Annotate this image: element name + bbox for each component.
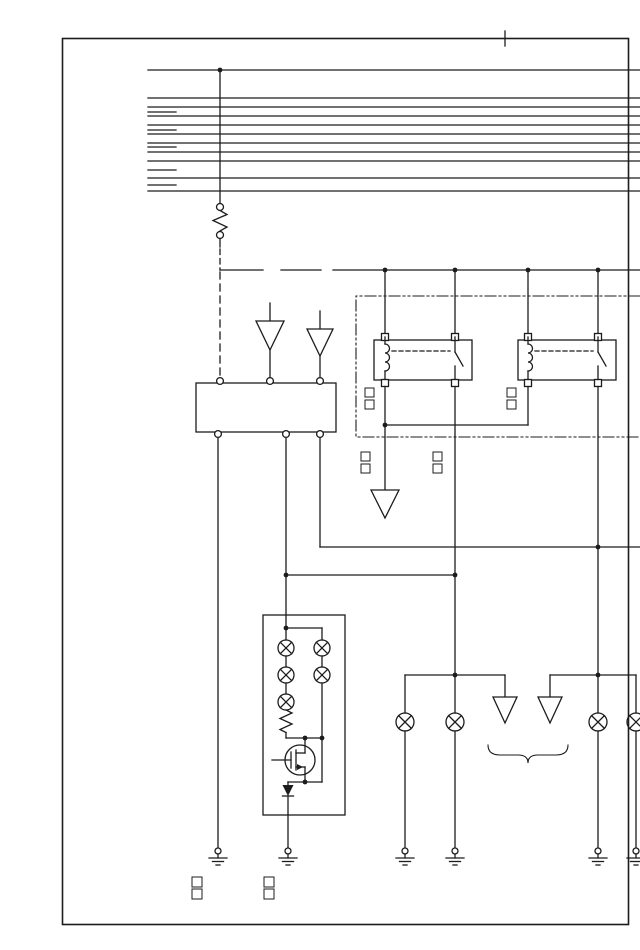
control-unit-output-wires <box>217 436 640 849</box>
relay-coil-icon <box>527 336 534 381</box>
bulb-icon <box>277 639 295 657</box>
bulb-icon <box>277 666 295 684</box>
relay-coil-icon <box>384 336 391 381</box>
ground-icon <box>208 847 228 866</box>
resistor-icon <box>278 709 294 734</box>
ground-icon <box>445 847 465 866</box>
connector-pin <box>315 429 325 439</box>
feed-wire <box>217 67 223 205</box>
relay-terminal <box>380 378 390 388</box>
relay-output-wires <box>382 385 599 676</box>
relay-feed-wires <box>384 269 599 335</box>
lamp-cluster-right <box>536 672 640 849</box>
connector-pin <box>265 376 275 386</box>
relay-terminal <box>523 378 533 388</box>
control-unit-box <box>195 376 337 439</box>
lamp-cluster-left <box>395 672 519 849</box>
diode-icon <box>281 781 295 849</box>
relay-2 <box>517 332 617 388</box>
connector-arrow-icon <box>254 302 286 379</box>
lamp-icon <box>588 712 608 732</box>
fuse-icon <box>211 202 229 271</box>
power-bus-lines <box>147 69 640 192</box>
connector-arrow-icon <box>536 696 564 725</box>
lamp-icon <box>395 712 415 732</box>
ground-icon <box>278 847 298 866</box>
bulb-icon <box>313 666 331 684</box>
brace <box>487 744 569 764</box>
bulb-icon <box>313 639 331 657</box>
relay-contact-icon <box>597 336 607 381</box>
mosfet-icon <box>271 737 316 783</box>
bulb-icon <box>277 693 295 711</box>
connector-arrow-icon <box>305 310 335 379</box>
connector-pin <box>215 376 225 386</box>
relay-1 <box>373 332 473 388</box>
lamp-icon <box>445 712 465 732</box>
connector-pin <box>315 376 325 386</box>
label-box <box>191 387 517 900</box>
lamp-module-box <box>262 614 346 849</box>
relay-enclosure-border <box>355 295 640 438</box>
ground-icon <box>395 847 415 866</box>
connector-arrow-icon <box>491 696 519 725</box>
connector-pin <box>213 429 223 439</box>
ground-icon <box>588 847 608 866</box>
connector-arrow-icon <box>369 489 401 520</box>
relay-terminal <box>593 378 603 388</box>
relay-contact-icon <box>454 336 464 381</box>
page-border <box>61 37 630 926</box>
connector-pin <box>281 429 291 439</box>
relay-terminal <box>450 378 460 388</box>
main-feed-line <box>219 267 640 273</box>
